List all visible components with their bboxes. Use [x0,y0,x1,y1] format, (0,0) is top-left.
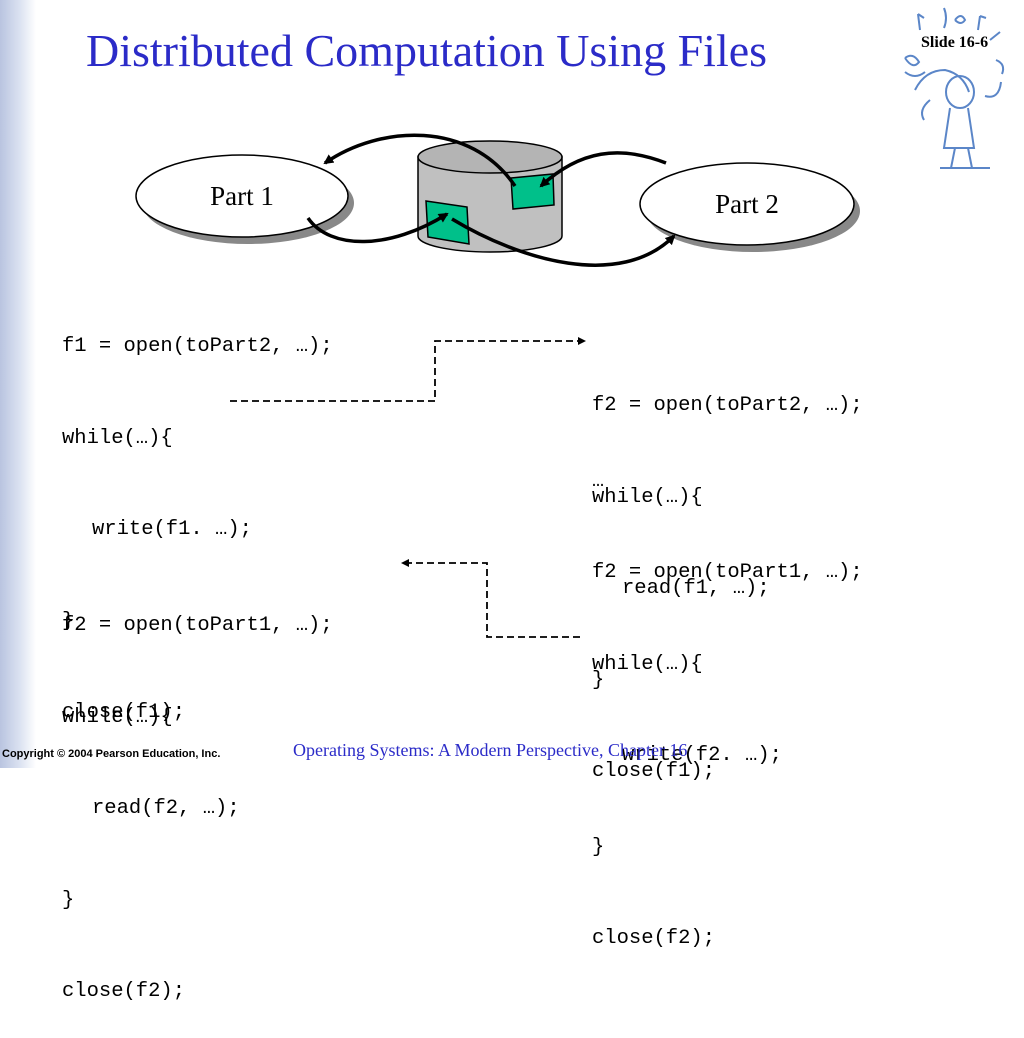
dashed-connector-bottom [401,559,580,638]
part1-label: Part 1 [210,181,274,211]
code-line: while(…){ [62,705,173,729]
slide-number: Slide 16-6 [921,34,989,51]
code-line: read(f2, …); [92,797,240,820]
arrow-part2-to-file1 [539,151,667,188]
code-line: } [592,835,605,859]
part2-label: Part 2 [715,189,779,219]
arrow-part1-to-file2 [306,212,449,244]
slide-title: Distributed Computation Using Files [86,25,768,76]
code-block-part1-write: f1 = open(toPart2, …); while(…){ write(f… [62,271,333,759]
code-line: while(…){ [592,652,703,676]
sidebar-gradient [0,0,36,768]
code-line: f2 = open(toPart2, …); [592,394,863,417]
code-line: write(f1. …); [92,518,252,541]
music-person-clipart [904,7,1005,169]
code-line: close(f2); [62,980,186,1003]
footer-text: Operating Systems: A Modern Perspective,… [293,740,688,760]
code-line: write(f2. …); [622,744,782,767]
code-line: while(…){ [592,485,703,509]
copyright-text: Copyright © 2004 Pearson Education, Inc. [2,748,221,760]
code-line: } [62,888,75,912]
code-line: while(…){ [62,426,173,450]
code-ellipsis: … [592,470,605,493]
arrow-file1-to-part1 [323,133,517,187]
part2-node [639,162,860,252]
code-block-part1-read: f2 = open(toPart1, …); while(…){ read(f2… [62,550,333,1038]
code-line: f1 = open(toPart2, …); [62,335,333,358]
arrow-file2-to-part2 [451,217,676,267]
diagram-canvas: Part 1 Part 2 [135,7,1005,638]
code-line: f2 = open(toPart1, …); [62,614,333,637]
part1-node [135,154,354,244]
dashed-connector-top [230,337,586,402]
code-line: } [62,609,75,633]
code-line: f2 = open(toPart1, …); [592,561,863,584]
code-line: close(f2); [592,927,716,950]
code-line: read(f1, …); [622,577,770,600]
code-line: } [592,668,605,692]
code-line: close(f1); [62,701,186,724]
